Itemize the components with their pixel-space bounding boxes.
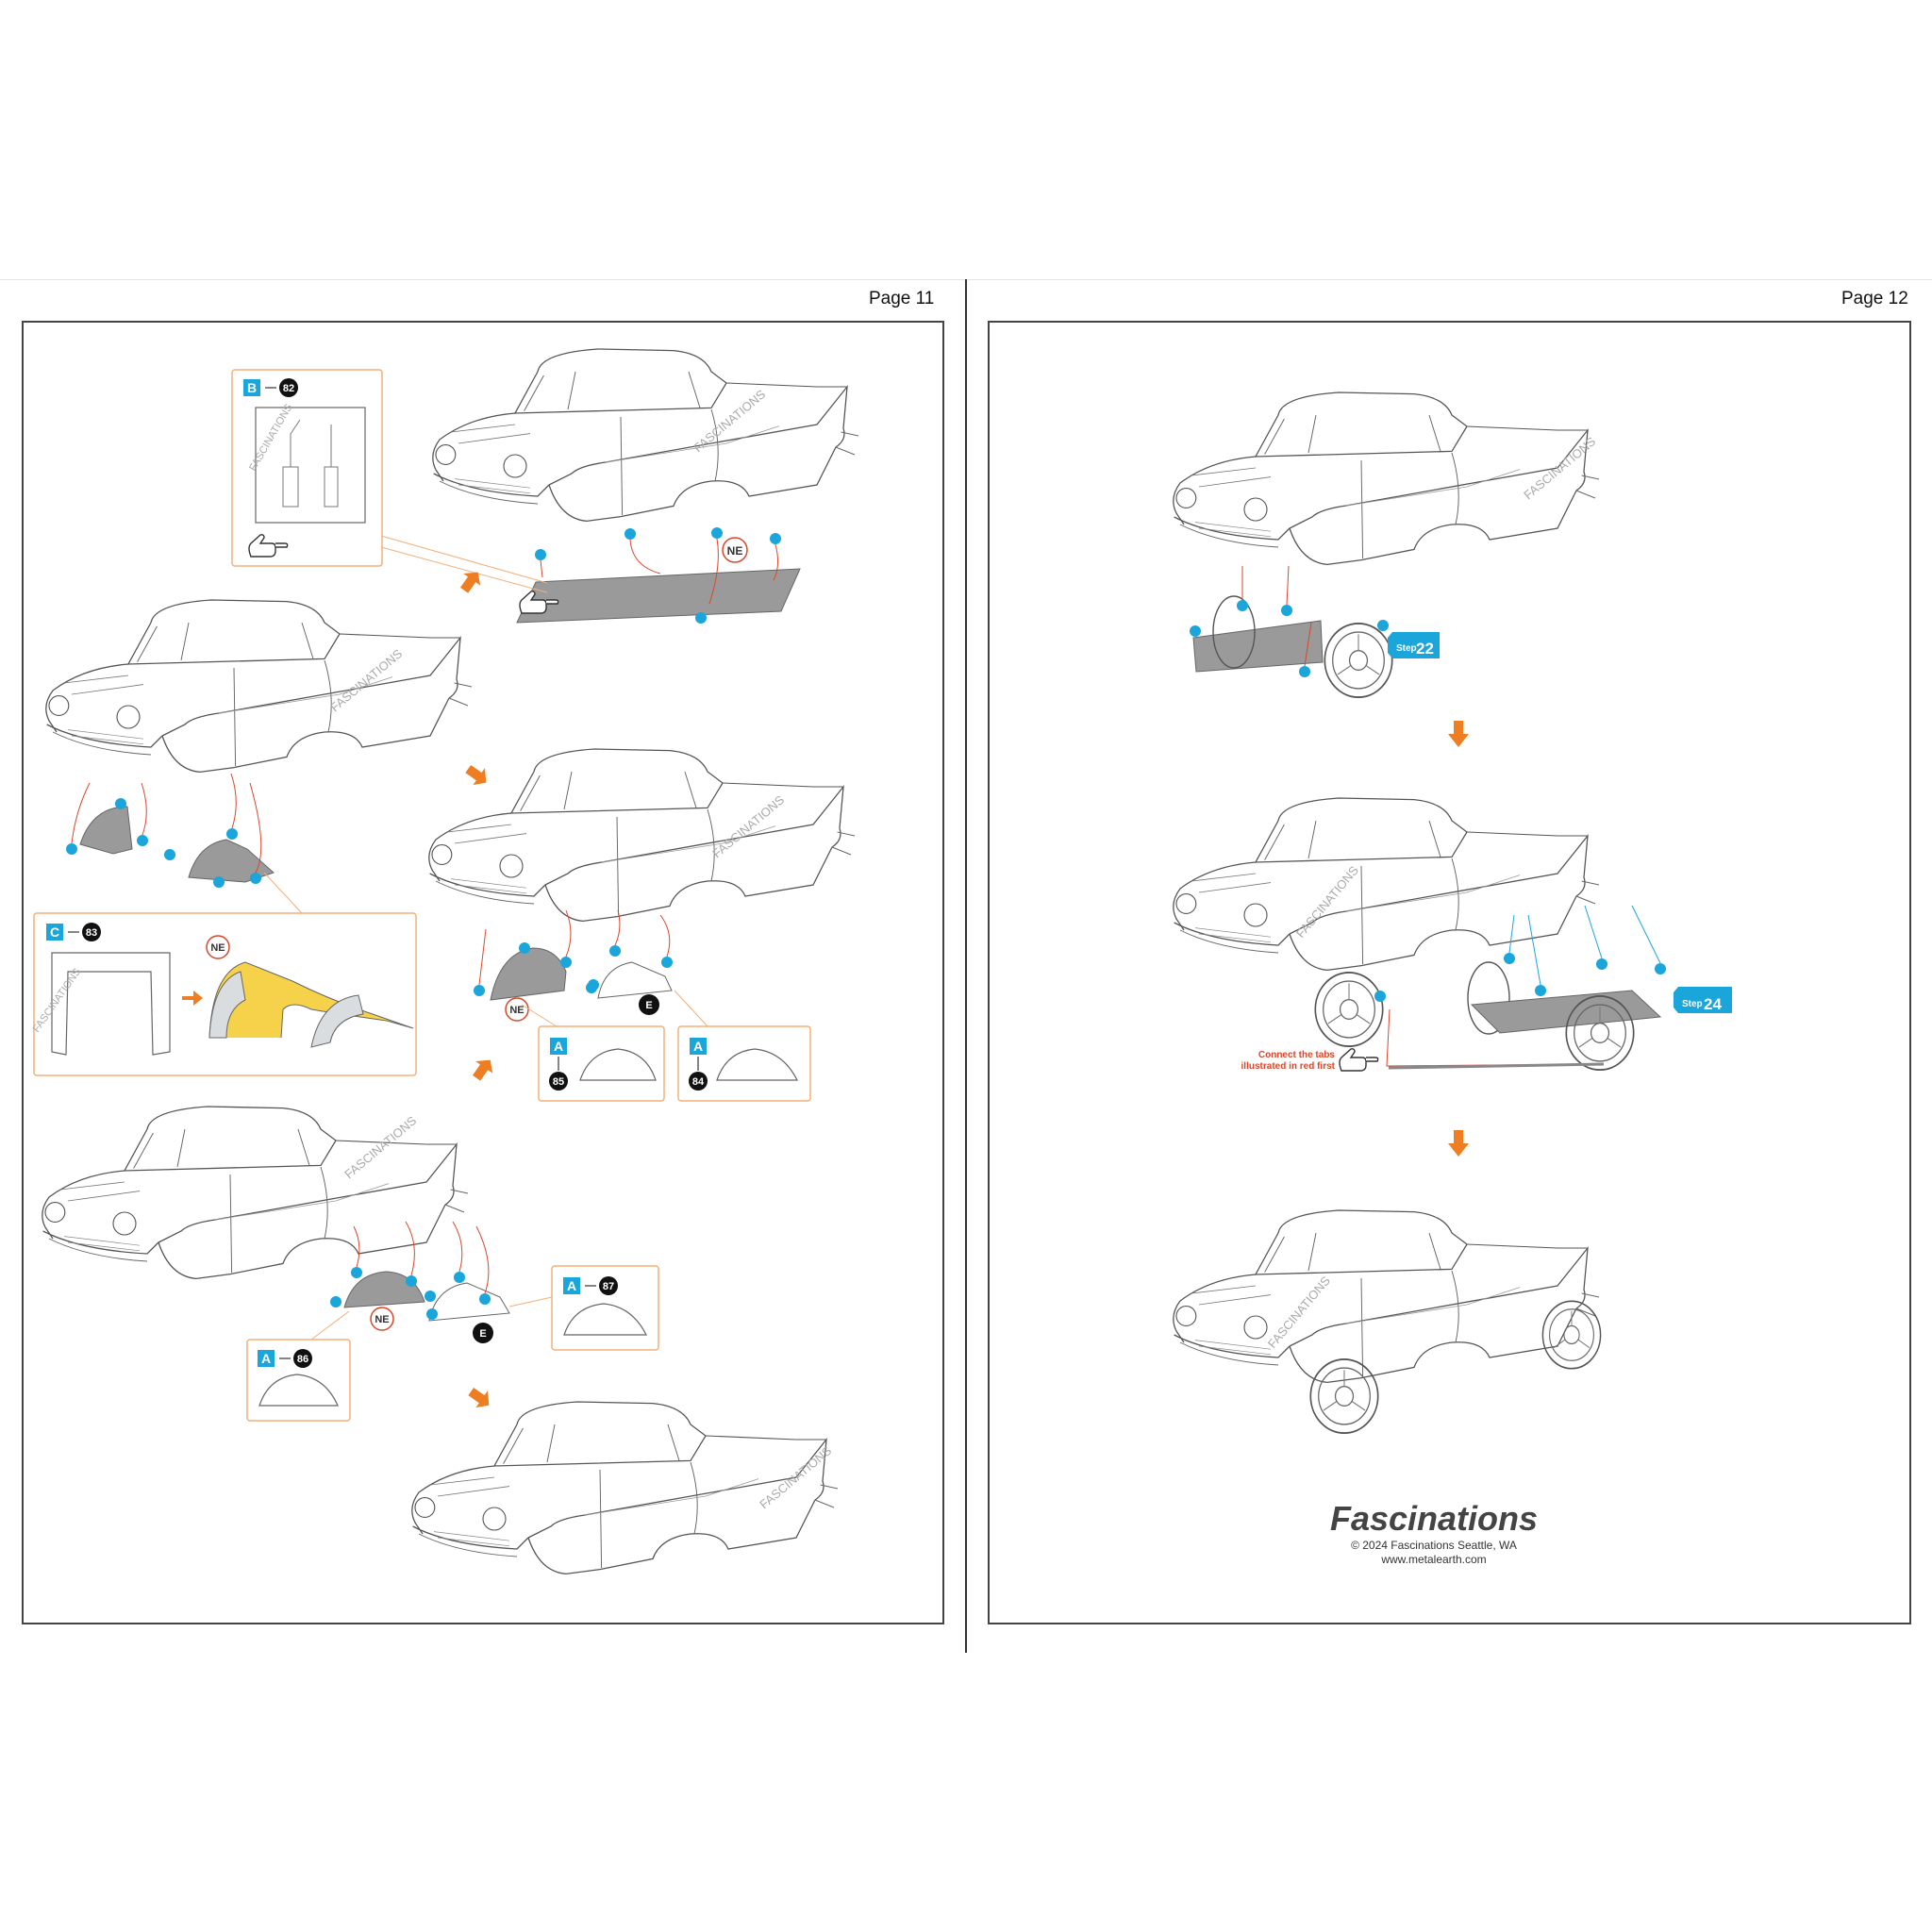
page-12-frame [988,321,1911,1624]
svg-text:NE: NE [210,942,225,954]
chassis-plate-24 [1470,990,1662,1034]
wheel-rear-final [1541,1300,1602,1370]
arrow-4 [464,1383,496,1413]
wheel-well-rear-3 [597,961,673,999]
chassis-plate-22 [1192,620,1324,673]
svg-text:83: 83 [86,927,97,939]
tab-lines-step-3 [478,909,671,986]
tab-lines-step-4 [353,1221,490,1294]
step-22-badge: Step 22 [1388,632,1440,658]
wheel-front-22 [1324,622,1393,699]
leader-c83 [263,872,303,914]
leaders-step-4 [310,1296,553,1341]
callout-b-82: B 82 FASCINATIONS [231,369,383,567]
svg-text:NE: NE [509,1005,524,1016]
tab-dots-step-4 [330,1267,491,1320]
arrow-6 [1448,1130,1469,1157]
wheel-front-24 [1314,971,1384,1048]
svg-text:Step: Step [1682,999,1703,1009]
callout-a-84: A 84 [677,1025,811,1102]
watermark-1: FASCINATIONS [691,387,768,455]
arrow-3 [468,1053,498,1085]
callout-a-87: A 87 [551,1265,659,1351]
svg-text:C: C [50,924,59,940]
svg-text:Step: Step [1396,643,1417,654]
page-11-frame [22,321,944,1624]
car-step-3 [428,748,856,923]
watermark-7: FASCINATIONS [1293,863,1361,941]
tab-lines-step-22 [1241,565,1312,667]
floor-panel-82 [516,568,801,624]
wheel-rear-axle-24 [1467,961,1510,1035]
ne-marker-4: NE [370,1307,394,1331]
wheel-well-rear-4 [428,1282,510,1322]
svg-text:82: 82 [283,383,294,394]
page-number-left: Page 11 [869,289,935,308]
tab-dots-step-2 [66,798,261,888]
svg-text:Connect the tabs: Connect the tabs [1258,1050,1336,1060]
svg-text:A: A [261,1351,271,1366]
tab-dots-step-22 [1190,600,1389,677]
copyright: © 2024 Fascinations Seattle, WA [1351,1539,1517,1552]
car-step-2 [45,599,473,774]
ne-marker-3: NE [505,997,529,1022]
e-marker-4: E [473,1323,493,1343]
svg-text:A: A [693,1039,703,1054]
tab-note: Connect the tabs illustrated in red firs… [1241,1048,1379,1072]
svg-text:A: A [554,1039,563,1054]
guide-lines-step-24 [1508,905,1661,986]
tab-dots-step-1 [535,527,781,624]
wheel-well-left-2 [79,806,133,855]
website-url: www.metalearth.com [1380,1553,1486,1566]
wheel-front-final [1309,1357,1379,1435]
svg-text:84: 84 [692,1076,705,1088]
svg-text:E: E [479,1328,486,1340]
car-step-24 [1173,797,1600,972]
arrow-1 [456,565,486,597]
watermark-8: FASCINATIONS [1265,1274,1333,1351]
svg-text:NE: NE [375,1314,389,1325]
footer-brand: Fascinations © 2024 Fascinations Seattle… [1330,1499,1538,1566]
wheel-well-front-3 [490,947,567,1001]
connecting-rod [1388,1062,1605,1070]
tab-dots-step-3 [474,942,673,996]
callout-c-83: C 83 FASCINATIONS NE [31,912,417,1076]
watermark-4: FASCINATIONS [341,1113,419,1181]
svg-text:illustrated in red first: illustrated in red first [1241,1061,1336,1072]
step-24-badge: Step 24 [1674,987,1732,1013]
svg-text:87: 87 [603,1281,614,1292]
tab-dots-step-24 [1374,953,1666,1002]
car-final [1173,1209,1600,1384]
wheel-rear-24 [1565,994,1635,1072]
tab-lines-step-1 [540,538,779,605]
leaders-step-3 [521,990,708,1027]
page-gutter [965,279,967,1653]
leader-b82 [380,535,548,593]
callout-a-85: A 85 [538,1025,665,1102]
brand-logo: Fascinations [1330,1499,1538,1538]
svg-text:B: B [247,380,257,395]
callout-a-86: A 86 [246,1339,351,1422]
wheel-well-right-2 [188,839,275,883]
svg-text:24: 24 [1704,995,1722,1013]
arrow-5 [1448,721,1469,747]
e-marker-3: E [639,994,659,1015]
page-number-right: Page 12 [1841,289,1908,308]
svg-text:85: 85 [553,1076,564,1088]
wheel-rear-22 [1212,595,1256,669]
svg-text:22: 22 [1416,640,1434,658]
svg-text:A: A [567,1278,576,1293]
tab-lines-step-2 [71,773,262,874]
ne-marker-1: NE [722,537,748,563]
svg-text:E: E [645,1000,652,1011]
svg-text:NE: NE [727,544,743,558]
watermark-3: FASCINATIONS [709,792,787,860]
watermark-2: FASCINATIONS [327,646,405,714]
car-step-1 [432,348,859,523]
wheel-well-front-4 [343,1271,425,1308]
arrow-2 [461,760,493,791]
watermark-6: FASCINATIONS [1521,434,1598,502]
svg-text:86: 86 [297,1354,308,1365]
